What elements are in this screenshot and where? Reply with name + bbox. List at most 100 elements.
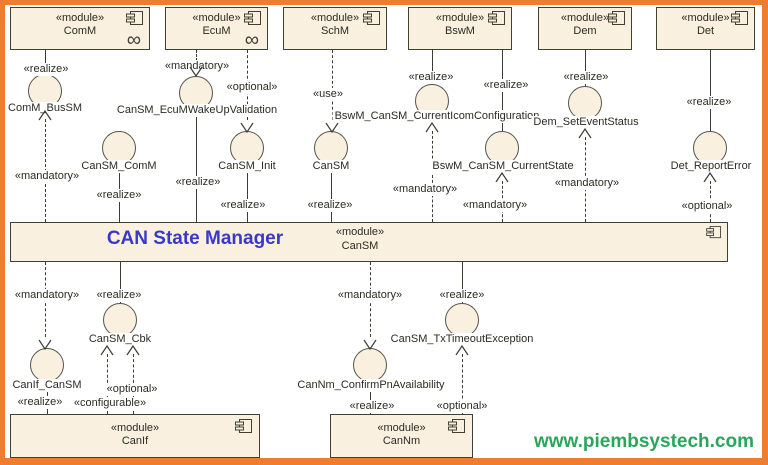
uml-component-icon	[731, 11, 749, 31]
interface-label: Dem_SetEventStatus	[531, 116, 641, 129]
interface-circle-cansm-cbk	[103, 303, 137, 337]
arrowhead-up-icon	[578, 126, 592, 144]
connector-line	[710, 50, 711, 131]
module-name: CanNm	[382, 435, 421, 447]
arrowhead-down-icon	[38, 337, 52, 355]
infinity-icon: ∞	[244, 29, 259, 51]
connector-line	[331, 165, 332, 222]
stereotype-label: «realize»	[94, 189, 144, 202]
page-title: CAN State Manager	[106, 228, 284, 249]
interface-circle-bswm-state	[485, 131, 519, 165]
interface-circle-cansm-comm	[102, 131, 136, 165]
connector-line	[370, 382, 371, 414]
stereotype-label: «realize»	[218, 199, 268, 212]
arrowhead-down-icon	[363, 337, 377, 355]
module-box-cannm: «module» CanNm	[330, 414, 473, 458]
stereotype-label: «realize»	[684, 96, 734, 109]
stereotype-label: «realize»	[173, 176, 223, 189]
stereotype-label: «realize»	[437, 289, 487, 302]
connector-line	[196, 110, 197, 222]
connector-line	[45, 50, 46, 75]
stereotype-label: «mandatory»	[460, 199, 530, 212]
interface-label: ComM_BusSM	[6, 102, 84, 115]
module-name: BswM	[445, 25, 475, 37]
stereotype-label: «realize»	[94, 289, 144, 302]
interface-label: BswM_CanSM_CurrentState	[430, 160, 576, 173]
arrowhead-up-icon	[455, 343, 469, 361]
watermark-text: www.piembsystech.com	[534, 431, 754, 452]
module-name: SchM	[320, 25, 350, 37]
stereotype-label: «mandatory»	[390, 183, 460, 196]
connector-line	[432, 50, 433, 84]
arrowhead-up-icon	[425, 120, 439, 138]
stereotype-label: «use»	[311, 88, 345, 101]
stereotype-label: «optional»	[104, 383, 160, 396]
arrowhead-up-icon	[38, 108, 52, 126]
module-name: CanSM	[341, 240, 379, 253]
interface-label: CanSM_EcuMWakeUpValidation	[114, 104, 280, 117]
arrowhead-up-icon	[100, 343, 114, 361]
interface-label: CanNm_ConfirmPnAvailability	[295, 379, 447, 392]
stereotype-label: «realize»	[481, 79, 531, 92]
module-box-det: «module» Det	[656, 7, 755, 50]
stereotype-label: «configurable»	[71, 397, 149, 410]
interface-label: CanSM_Cbk	[86, 333, 154, 346]
arrowhead-down-icon	[240, 120, 254, 138]
stereotype-label: «mandatory»	[335, 289, 405, 302]
module-box-comm: «module» ComM ∞	[10, 7, 150, 50]
stereotype-label: «optional»	[434, 400, 490, 413]
stereotype-label: «module»	[560, 12, 610, 24]
stereotype-label: «mandatory»	[162, 60, 232, 73]
uml-component-icon	[363, 11, 381, 31]
arrowhead-up-icon	[126, 343, 140, 361]
stereotype-label: «mandatory»	[12, 289, 82, 302]
dependency-line	[432, 131, 433, 222]
uml-component-icon	[608, 11, 626, 31]
stereotype-label: «module»	[335, 226, 385, 238]
module-name: EcuM	[202, 25, 231, 37]
module-box-schm: «module» SchM	[283, 7, 387, 50]
interface-label: CanSM_Init	[216, 160, 278, 173]
uml-component-icon	[126, 11, 144, 31]
stereotype-label: «realize»	[406, 71, 456, 84]
stereotype-label: «module»	[192, 12, 241, 24]
stereotype-label: «module»	[435, 12, 485, 24]
stereotype-label: «realize»	[21, 63, 71, 76]
stereotype-label: «mandatory»	[12, 170, 82, 183]
stereotype-label: «module»	[110, 422, 160, 434]
interface-label: CanSM_TxTimeoutException	[388, 333, 536, 346]
stereotype-label: «optional»	[224, 81, 280, 94]
module-name: Dem	[573, 25, 597, 37]
uml-component-icon	[488, 11, 506, 31]
stereotype-label: «realize»	[561, 71, 611, 84]
module-name: Det	[696, 25, 715, 37]
stereotype-label: «realize»	[15, 396, 65, 409]
dependency-line	[196, 50, 197, 65]
interface-circle-dem-set	[568, 86, 602, 120]
connector-line	[462, 262, 463, 303]
stereotype-label: «realize»	[305, 199, 355, 212]
stereotype-label: «module»	[310, 12, 360, 24]
module-name: ComM	[63, 25, 97, 37]
cansm-stereotype-block: «module» CanSM	[300, 225, 420, 254]
dependency-line	[332, 50, 333, 120]
interface-circle-cansm-tx	[445, 303, 479, 337]
stereotype-label: «module»	[681, 12, 730, 24]
uml-component-icon	[448, 419, 466, 439]
stereotype-label: «module»	[377, 422, 426, 434]
uml-component-icon	[244, 11, 262, 31]
module-box-dem: «module» Dem	[538, 7, 632, 50]
module-box-bswm: «module» BswM	[408, 7, 512, 50]
infinity-icon: ∞	[126, 29, 141, 51]
connector-line	[585, 50, 586, 86]
uml-component-icon	[235, 419, 253, 439]
stereotype-label: «realize»	[347, 400, 397, 413]
interface-label: CanSM_ComM	[79, 160, 159, 173]
module-box-canif: «module» CanIf	[10, 414, 260, 458]
module-box-ecum: «module» EcuM ∞	[165, 7, 268, 50]
arrowhead-up-icon	[495, 170, 509, 188]
arrowhead-down-icon	[189, 64, 203, 82]
arrowhead-up-icon	[703, 170, 717, 188]
interface-label: BswM_CanSM_CurrentIcomConfiguration	[332, 110, 542, 123]
